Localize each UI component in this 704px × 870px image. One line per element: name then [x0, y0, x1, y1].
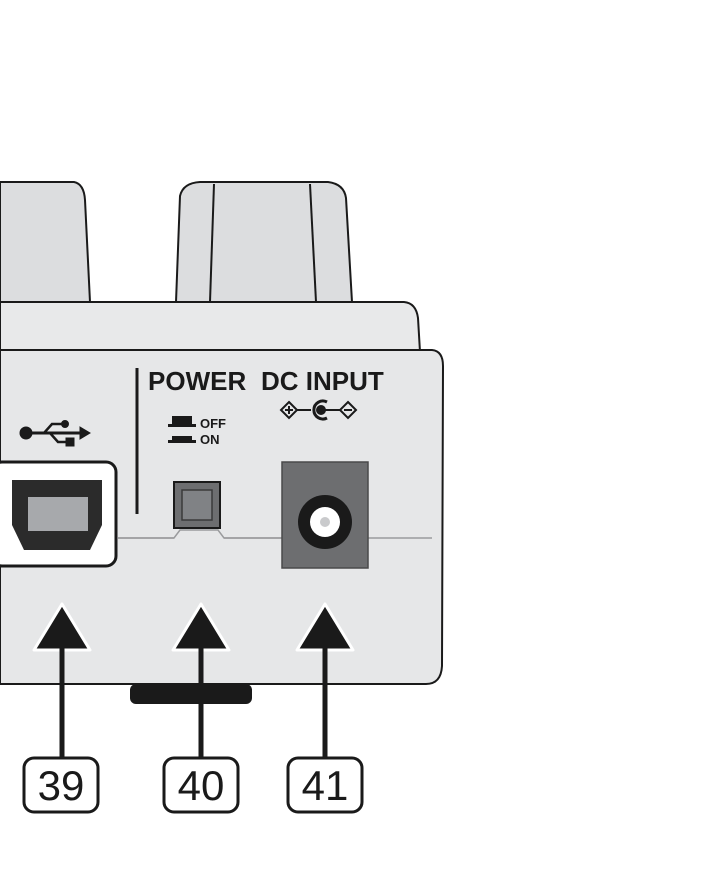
device-body: [0, 349, 445, 685]
callout-40: 40: [162, 756, 240, 814]
callout-arrow-39: [32, 602, 92, 758]
callout-41: 41: [286, 756, 364, 814]
power-label: POWER: [148, 366, 246, 396]
device-top-surface: [0, 301, 422, 353]
left-knob: [0, 181, 92, 303]
power-switch[interactable]: [173, 481, 221, 529]
right-knob: [174, 181, 354, 303]
callout-arrow-41: [295, 602, 355, 758]
usb-port[interactable]: [0, 460, 118, 568]
callout-40-number: 40: [178, 762, 225, 809]
callout-39: 39: [22, 756, 100, 814]
dc-polarity-icon: [279, 399, 358, 421]
callout-39-number: 39: [38, 762, 85, 809]
switch-on-glyph: [168, 436, 196, 443]
dc-input-label: DC INPUT: [261, 366, 384, 396]
dc-input-jack[interactable]: [281, 461, 369, 569]
usb-icon: [19, 420, 91, 447]
rubber-foot: [130, 684, 252, 704]
callout-arrow-40: [171, 602, 231, 758]
switch-on-label: ON: [200, 432, 220, 447]
switch-off-label: OFF: [200, 416, 226, 431]
switch-off-glyph: [168, 416, 196, 427]
callout-41-number: 41: [302, 762, 349, 809]
